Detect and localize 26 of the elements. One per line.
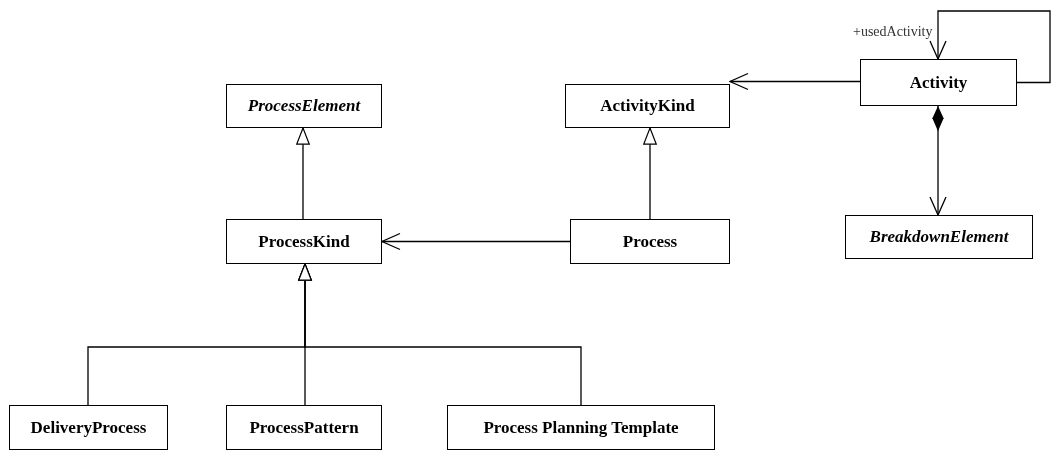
connector-arrow bbox=[929, 105, 947, 216]
connector-arrow bbox=[298, 263, 582, 406]
class-box bbox=[845, 215, 1033, 259]
class-name: Process bbox=[622, 231, 678, 252]
connector-arrow bbox=[381, 232, 571, 251]
class-box bbox=[860, 59, 1017, 106]
class-box bbox=[226, 84, 382, 128]
class-box bbox=[565, 84, 730, 128]
connector-arrow bbox=[929, 10, 1051, 84]
class-box bbox=[226, 219, 382, 264]
class-name: ProcessPattern bbox=[249, 417, 359, 438]
class-name: ActivityKind bbox=[600, 96, 695, 116]
class-box bbox=[447, 405, 715, 450]
class-box bbox=[9, 405, 168, 450]
class-name: ProcessElement bbox=[247, 96, 361, 116]
connector-arrow bbox=[643, 127, 657, 220]
connector-arrow bbox=[296, 127, 310, 220]
connector-arrow bbox=[729, 72, 861, 91]
class-name: ProcessKind bbox=[258, 231, 350, 252]
class-name: Process Planning Template bbox=[483, 417, 679, 438]
class-box bbox=[226, 405, 382, 450]
role-label: +usedActivity bbox=[853, 24, 933, 40]
class-name: Activity bbox=[909, 72, 968, 93]
class-name: BreakdownElement bbox=[869, 227, 1009, 247]
class-name: DeliveryProcess bbox=[30, 417, 147, 438]
class-box bbox=[570, 219, 730, 264]
